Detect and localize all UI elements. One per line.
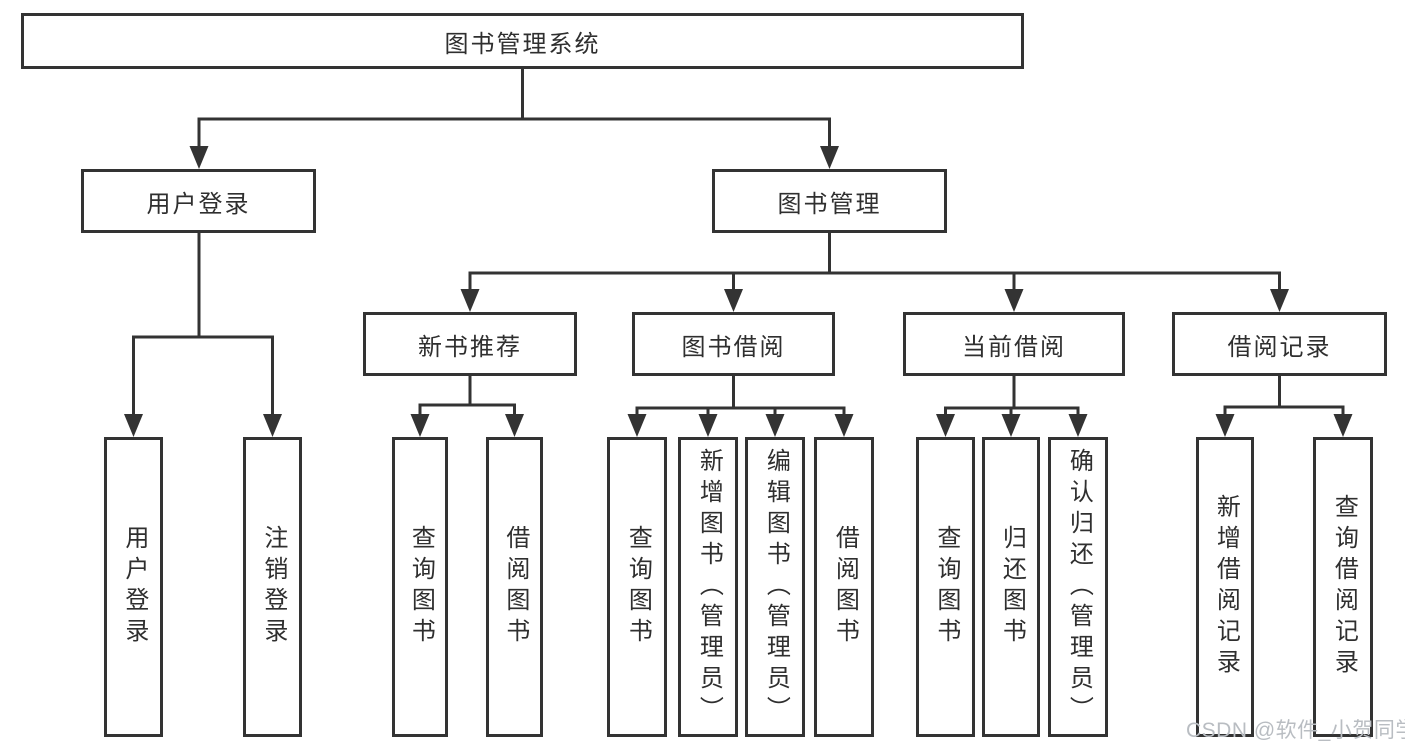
node-leaf-borrow-books-borrowing: 借阅图书 bbox=[814, 437, 874, 737]
node-label: 查询借阅记录 bbox=[1330, 494, 1358, 680]
node-leaf-query-books-borrowing: 查询图书 bbox=[607, 437, 667, 737]
node-book-borrowing: 图书借阅 bbox=[632, 312, 835, 376]
node-label: 图书管理 bbox=[777, 190, 882, 218]
node-leaf-query-books-recommend: 查询图书 bbox=[392, 437, 448, 737]
node-label: 借阅图书 bbox=[501, 525, 529, 649]
node-label: 新书推荐 bbox=[418, 333, 522, 361]
node-leaf-return-books: 归还图书 bbox=[982, 437, 1040, 737]
node-label: 查询图书 bbox=[624, 525, 652, 649]
node-label: 确认归还（管理员） bbox=[1065, 447, 1093, 727]
connector-user-login-to-leaves bbox=[124, 233, 282, 437]
connector-book-borrowing-to-leaves bbox=[627, 376, 854, 437]
node-leaf-confirm-return-admin: 确认归还（管理员） bbox=[1048, 437, 1108, 737]
node-user-login: 用户登录 bbox=[81, 169, 316, 233]
node-label: 用户登录 bbox=[120, 525, 148, 649]
node-current-borrowing: 当前借阅 bbox=[903, 312, 1125, 376]
connector-root-to-level2 bbox=[189, 68, 839, 169]
node-book-management-system: 图书管理系统 bbox=[21, 13, 1024, 69]
node-label: 编辑图书（管理员） bbox=[762, 447, 790, 727]
node-label: 用户登录 bbox=[146, 190, 251, 218]
node-book-management: 图书管理 bbox=[712, 169, 947, 233]
node-label: 查询图书 bbox=[932, 525, 960, 649]
node-borrowing-records: 借阅记录 bbox=[1172, 312, 1387, 376]
connector-current-borrowing-to-leaves bbox=[936, 376, 1088, 437]
node-leaf-add-books-admin: 新增图书（管理员） bbox=[678, 437, 738, 737]
node-label: 图书借阅 bbox=[681, 333, 786, 361]
node-label: 借阅图书 bbox=[831, 525, 859, 649]
connector-new-book-recommendation-to-leaves bbox=[410, 376, 524, 437]
node-label: 归还图书 bbox=[998, 525, 1026, 649]
node-leaf-borrow-books-recommend: 借阅图书 bbox=[486, 437, 543, 737]
node-leaf-user-login: 用户登录 bbox=[104, 437, 163, 737]
node-leaf-query-books-current: 查询图书 bbox=[916, 437, 975, 737]
node-leaf-edit-books-admin: 编辑图书（管理员） bbox=[745, 437, 805, 737]
node-new-book-recommendation: 新书推荐 bbox=[363, 312, 577, 376]
node-label: 当前借阅 bbox=[962, 333, 1066, 361]
node-label: 查询图书 bbox=[407, 525, 435, 649]
node-label: 新增借阅记录 bbox=[1212, 494, 1240, 680]
node-label: 新增图书（管理员） bbox=[695, 447, 723, 727]
node-label: 注销登录 bbox=[259, 525, 287, 649]
node-label: 借阅记录 bbox=[1227, 333, 1332, 361]
csdn-watermark: CSDN @软件_小贺同学 bbox=[1186, 719, 1405, 742]
node-leaf-logout: 注销登录 bbox=[243, 437, 302, 737]
node-leaf-add-borrow-record: 新增借阅记录 bbox=[1196, 437, 1254, 737]
node-leaf-query-borrow-record: 查询借阅记录 bbox=[1313, 437, 1373, 737]
node-label: 图书管理系统 bbox=[444, 30, 601, 58]
connector-borrowing-records-to-leaves bbox=[1215, 376, 1353, 437]
connector-book-management-to-level3 bbox=[460, 233, 1289, 312]
